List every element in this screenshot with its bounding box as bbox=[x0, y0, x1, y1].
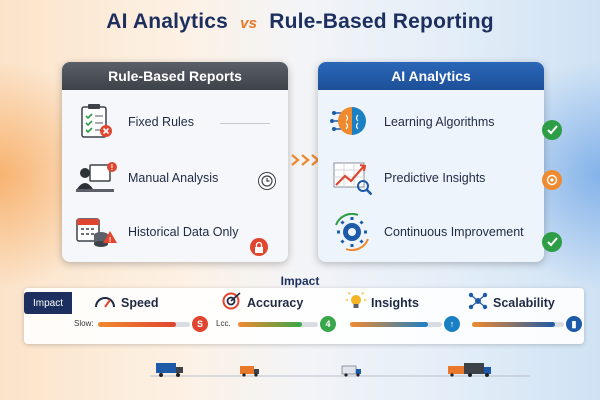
title-ai-analytics: AI Analytics bbox=[106, 10, 229, 33]
row-learning-algorithms: Learning Algorithms bbox=[326, 98, 536, 146]
target-badge-icon bbox=[542, 170, 562, 190]
impact-bar: Impact Speed Slow: S Accuracy Lcc. 4 Ins… bbox=[24, 288, 584, 344]
trend-magnifier-icon bbox=[326, 155, 378, 201]
metric-sub-accuracy: Lcc. bbox=[216, 319, 231, 328]
metric-badge-insights: ↑ bbox=[444, 316, 460, 332]
brain-network-icon bbox=[326, 99, 378, 145]
calendar-database-icon: ! bbox=[70, 209, 122, 255]
ai-analytics-panel: AI Analytics Learning Algorithms P bbox=[318, 62, 544, 262]
metric-accuracy: Accuracy Lcc. 4 bbox=[216, 291, 347, 340]
row-label-continuous-improvement: Continuous Improvement bbox=[384, 225, 524, 239]
metric-badge-accuracy: 4 bbox=[320, 316, 336, 332]
rule-based-heading: Rule-Based Reports bbox=[62, 62, 288, 90]
speedometer-icon bbox=[94, 293, 116, 314]
metric-speed: Speed Slow: S bbox=[74, 292, 219, 340]
page-title: AI Analytics vs Rule-Based Reporting bbox=[0, 10, 600, 34]
ai-analytics-heading: AI Analytics bbox=[318, 62, 544, 90]
truck-icon bbox=[341, 365, 361, 377]
metric-badge-scalability: ▮ bbox=[566, 316, 582, 332]
row-label-fixed-rules: Fixed Rules bbox=[128, 115, 194, 129]
metric-title-accuracy: Accuracy bbox=[247, 296, 304, 310]
metric-title-scalability: Scalability bbox=[493, 296, 555, 310]
lock-icon bbox=[250, 238, 268, 256]
row-label-predictive-insights: Predictive Insights bbox=[384, 171, 486, 185]
gear-cycle-icon bbox=[326, 209, 378, 255]
row-label-historical-data: Historical Data Only bbox=[128, 225, 239, 239]
checklist-icon bbox=[70, 99, 122, 145]
metric-fill-accuracy bbox=[238, 322, 302, 327]
impact-heading: Impact bbox=[280, 274, 320, 288]
target-icon bbox=[222, 291, 242, 315]
metric-title-speed: Speed bbox=[121, 296, 159, 310]
metric-scalability: Scalability ▮ bbox=[468, 292, 593, 340]
metric-track-speed bbox=[98, 322, 190, 327]
truck-icon bbox=[240, 366, 259, 377]
truck-icon bbox=[448, 363, 491, 377]
delivery-trucks-illustration bbox=[150, 363, 530, 377]
svg-text:!: ! bbox=[111, 163, 114, 172]
check-icon bbox=[542, 120, 562, 140]
impact-tag: Impact bbox=[24, 292, 72, 314]
analyst-desk-icon: ! bbox=[70, 155, 122, 201]
rule-based-panel: Rule-Based Reports Fixed Rules ! bbox=[62, 62, 288, 262]
metric-sub-speed: Slow: bbox=[74, 319, 94, 328]
title-vs: vs bbox=[240, 15, 258, 32]
metric-fill-insights bbox=[350, 322, 429, 327]
row-manual-analysis: ! Manual Analysis bbox=[70, 154, 280, 202]
metric-fill-speed bbox=[98, 322, 177, 327]
svg-text:!: ! bbox=[109, 237, 111, 244]
metric-insights: Insights ↑ bbox=[346, 291, 471, 340]
row-continuous-improvement: Continuous Improvement bbox=[326, 208, 536, 256]
row-label-learning-algorithms: Learning Algorithms bbox=[384, 115, 495, 129]
row-predictive-insights: Predictive Insights bbox=[326, 154, 536, 202]
metric-title-insights: Insights bbox=[371, 296, 419, 310]
clock-x-icon bbox=[258, 172, 276, 190]
title-rule-based: Rule-Based Reporting bbox=[269, 10, 494, 33]
metric-track-scalability bbox=[472, 322, 564, 327]
metric-fill-scalability bbox=[472, 322, 555, 327]
metric-track-accuracy bbox=[238, 322, 318, 327]
lightbulb-icon bbox=[346, 291, 366, 315]
metric-track-insights bbox=[350, 322, 442, 327]
row-historical-data: ! Historical Data Only bbox=[70, 208, 280, 256]
row-label-manual-analysis: Manual Analysis bbox=[128, 171, 219, 185]
truck-icon bbox=[156, 363, 183, 377]
row-divider bbox=[220, 123, 270, 124]
metric-badge-speed: S bbox=[192, 316, 208, 332]
check-icon bbox=[542, 232, 562, 252]
row-fixed-rules: Fixed Rules bbox=[70, 98, 280, 146]
network-nodes-icon bbox=[468, 292, 488, 315]
